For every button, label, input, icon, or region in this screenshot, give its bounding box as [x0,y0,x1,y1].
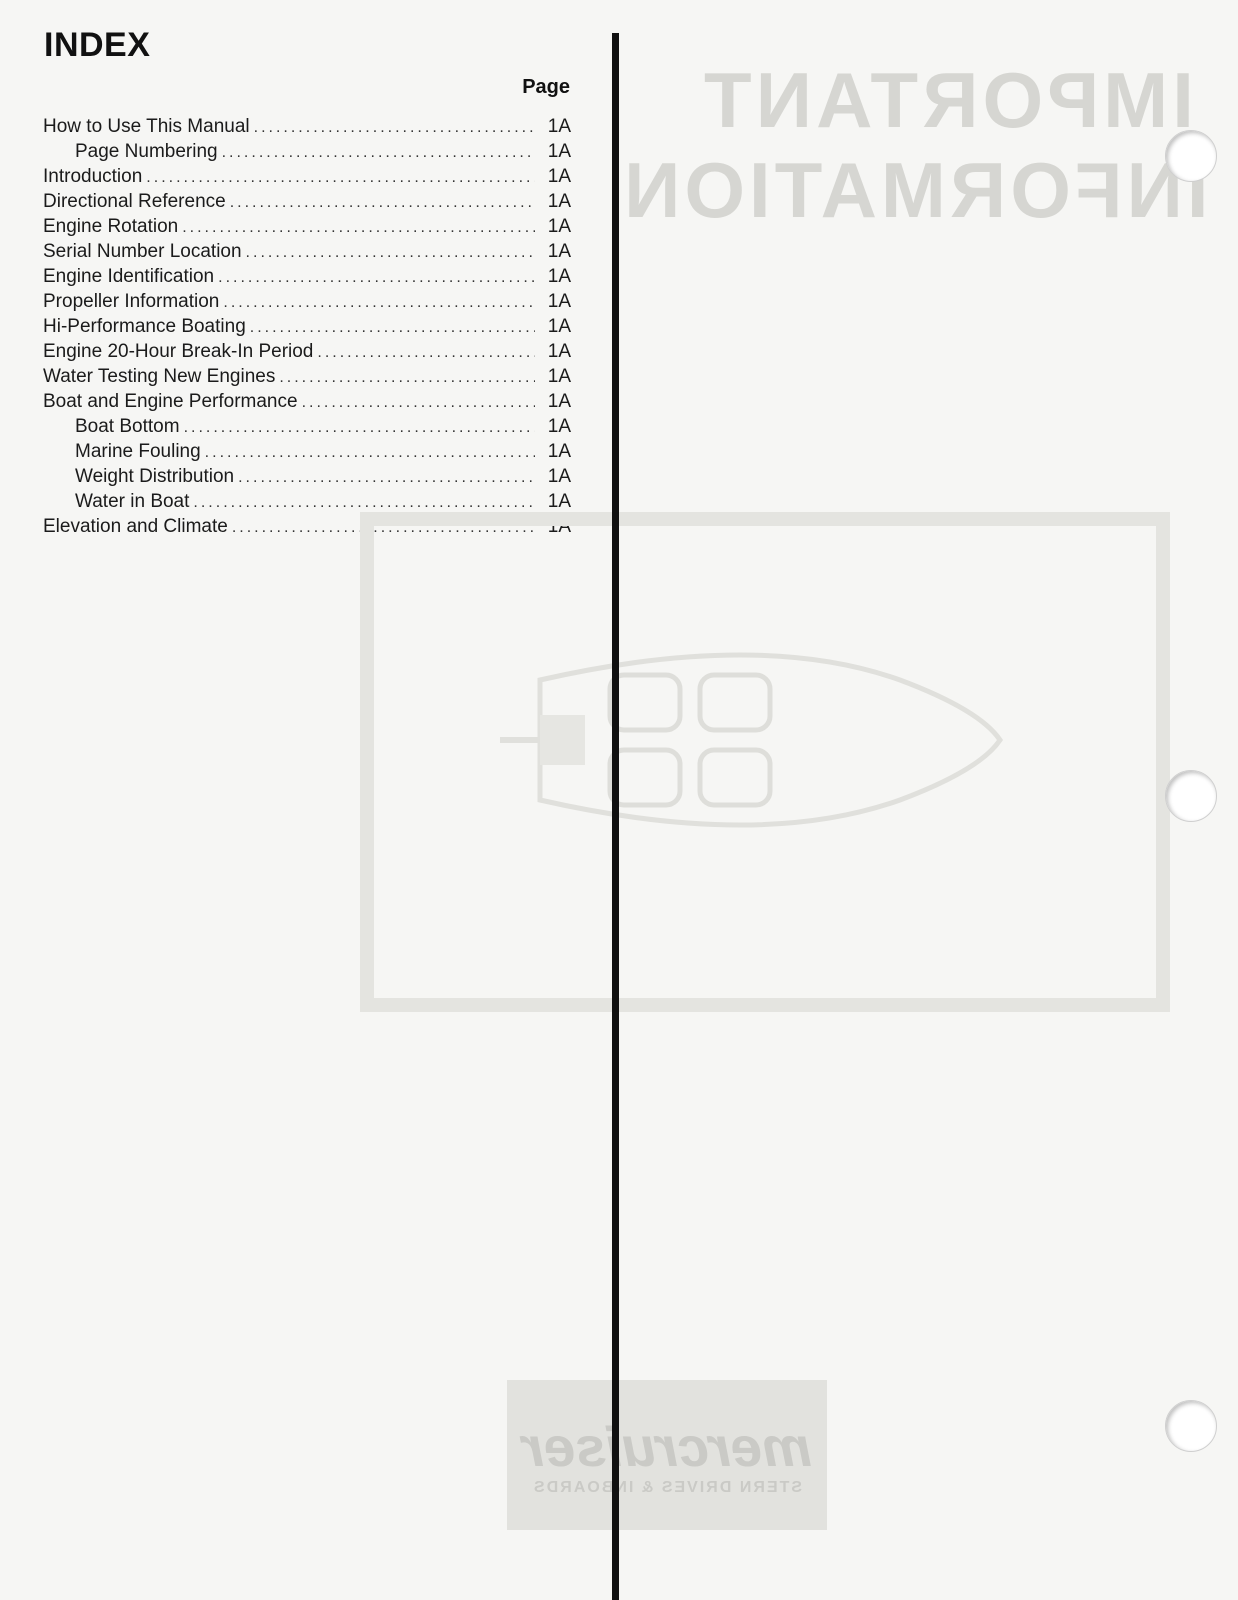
index-entry-page: 1A [547,441,571,462]
dot-leader [182,215,535,240]
index-entry-label: Water Testing New Engines [43,366,276,387]
index-entry-page: 1A [547,241,571,262]
index-entry-label: Page Numbering [75,141,218,162]
index-entry: Directional Reference 1A [43,189,571,214]
dot-leader [254,115,535,140]
dot-leader [146,165,535,190]
index-title: INDEX [44,26,151,64]
index-entry-label: Directional Reference [43,191,226,212]
logo-subtitle: STERN DRIVES & INBOARDS [531,1478,803,1496]
dot-leader [250,315,535,340]
dot-leader [246,240,535,265]
index-entry-label: Marine Fouling [75,441,201,462]
index-entry-page: 1A [547,466,571,487]
index-entry-label: Elevation and Climate [43,516,228,537]
dot-leader [184,415,535,440]
dot-leader [218,265,535,290]
index-entry-page: 1A [547,416,571,437]
logo-brand: mercruiser [522,1414,812,1478]
index-entry: Water Testing New Engines 1A [43,364,571,389]
dot-leader [238,465,535,490]
index-entry: Propeller Information 1A [43,289,571,314]
page-column-header: Page [522,76,570,98]
index-entry: Water in Boat 1A [43,489,571,514]
dot-leader [317,340,535,365]
index-entry-page: 1A [547,366,571,387]
mercruiser-logo: mercruiser STERN DRIVES & INBOARDS [507,1380,827,1530]
index-entry-label: Boat and Engine Performance [43,391,298,412]
dot-leader [230,190,535,215]
index-entry: Engine Rotation 1A [43,214,571,239]
index-entry-label: How to Use This Manual [43,116,250,137]
bleed-through-frame [360,512,1170,1012]
index-entry: How to Use This Manual 1A [43,114,571,139]
index-list: How to Use This Manual 1A Page Numbering… [43,114,571,539]
boat-icon [500,652,1004,828]
index-entry-label: Engine 20-Hour Break-In Period [43,341,314,362]
index-entry-page: 1A [547,291,571,312]
index-entry-label: Hi-Performance Boating [43,316,246,337]
index-entry-page: 1A [547,266,571,287]
index-entry: Engine 20-Hour Break-In Period 1A [43,339,571,364]
index-entry: Marine Fouling 1A [43,439,571,464]
bleed-through-heading: IMPORTANT [700,56,1194,144]
index-entry-page: 1A [547,141,571,162]
dot-leader [223,290,535,315]
index-entry: Page Numbering 1A [43,139,571,164]
index-entry-label: Engine Rotation [43,216,179,237]
index-entry-page: 1A [547,191,571,212]
index-entry: Serial Number Location 1A [43,239,571,264]
index-entry-label: Engine Identification [43,266,215,287]
bleed-through-heading: INFORMATION [620,146,1209,234]
binder-hole [1165,770,1217,822]
index-entry-page: 1A [547,316,571,337]
index-entry: Boat and Engine Performance 1A [43,389,571,414]
index-entry-page: 1A [547,491,571,512]
dot-leader [279,365,535,390]
index-entry-page: 1A [547,166,571,187]
index-entry-page: 1A [547,216,571,237]
index-entry: Weight Distribution 1A [43,464,571,489]
binder-hole [1165,1400,1217,1452]
index-entry-page: 1A [547,341,571,362]
index-entry-label: Introduction [43,166,143,187]
index-entry-label: Serial Number Location [43,241,242,262]
index-entry-label: Weight Distribution [75,466,235,487]
index-entry: Introduction 1A [43,164,571,189]
column-divider [612,33,619,1600]
index-entry: Hi-Performance Boating 1A [43,314,571,339]
index-entry-label: Water in Boat [75,491,190,512]
index-entry: Boat Bottom 1A [43,414,571,439]
index-entry-label: Boat Bottom [75,416,180,437]
index-entry: Engine Identification 1A [43,264,571,289]
index-entry-label: Propeller Information [43,291,220,312]
index-entry-page: 1A [547,391,571,412]
dot-leader [302,390,535,415]
dot-leader [205,440,535,465]
dot-leader [222,140,535,165]
index-entry-page: 1A [547,116,571,137]
binder-hole [1165,130,1217,182]
